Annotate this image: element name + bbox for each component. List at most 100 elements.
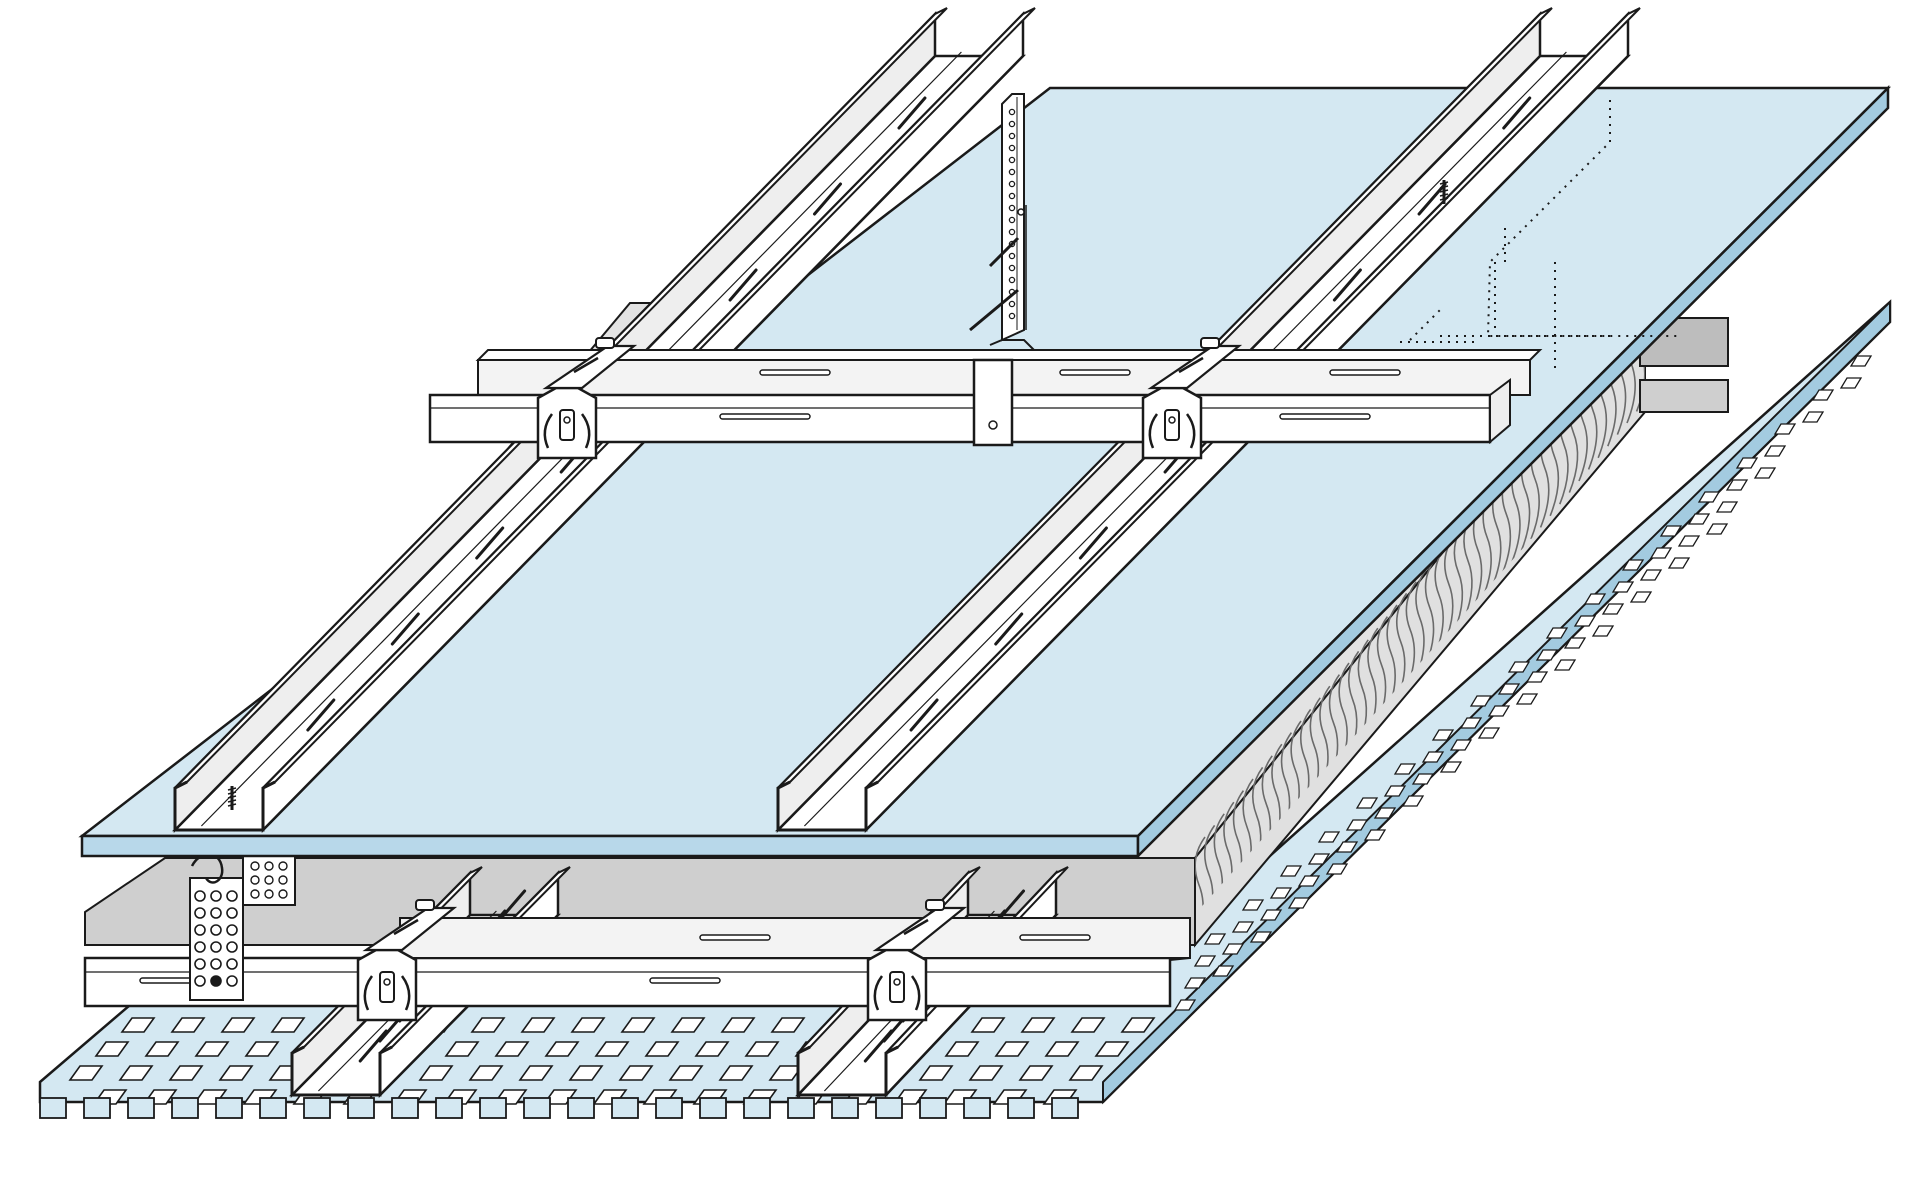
perforation-hole bbox=[1439, 761, 1463, 773]
connector-tab bbox=[1200, 337, 1220, 349]
profile-slot bbox=[306, 698, 336, 732]
bracket-hole bbox=[264, 889, 274, 899]
hanger-hole bbox=[1008, 132, 1016, 140]
bracket-hole bbox=[250, 875, 260, 885]
perforation-hole bbox=[1497, 683, 1521, 695]
upper-cross-channel bbox=[428, 339, 1543, 447]
perforation-hole bbox=[1411, 773, 1435, 785]
perforation-hole bbox=[1639, 569, 1663, 581]
screw-icon bbox=[227, 786, 237, 810]
perforation-hole bbox=[1629, 591, 1653, 603]
perforation-hole bbox=[244, 1041, 280, 1057]
perforation-hole bbox=[218, 1065, 254, 1081]
perforation-hole bbox=[594, 1041, 630, 1057]
perforated-board-tooth bbox=[787, 1097, 815, 1119]
bracket-hole bbox=[226, 941, 238, 953]
perforation-hole bbox=[1621, 559, 1645, 571]
perforation-hole bbox=[1763, 445, 1787, 457]
perforation-hole bbox=[144, 1041, 180, 1057]
perforation-hole bbox=[1317, 831, 1341, 843]
hanger-hole bbox=[1008, 108, 1016, 116]
wool-fibre bbox=[1195, 836, 1206, 914]
connector-spring bbox=[1148, 413, 1196, 449]
profile-slot bbox=[475, 526, 505, 560]
perforation-hole bbox=[1259, 909, 1283, 921]
perforation-hole bbox=[1094, 1041, 1130, 1057]
perforation-hole bbox=[1487, 705, 1511, 717]
perforation-hole bbox=[1687, 513, 1711, 525]
perforation-hole bbox=[1345, 819, 1369, 831]
bracket-hole bbox=[210, 975, 222, 987]
perforation-hole bbox=[1715, 501, 1739, 513]
perforated-board-tooth bbox=[567, 1097, 595, 1119]
perforation-hole bbox=[68, 1065, 104, 1081]
connector-spring bbox=[363, 975, 411, 1011]
hanger-pin bbox=[969, 288, 1019, 332]
screw-thread bbox=[227, 787, 237, 791]
hanger-hole bbox=[1008, 204, 1016, 212]
profile-slot bbox=[649, 977, 721, 984]
bracket-hole bbox=[264, 875, 274, 885]
profile-slot bbox=[1059, 369, 1131, 376]
bracket-hole bbox=[226, 975, 238, 987]
profile-slot bbox=[1078, 526, 1108, 560]
perforation-hole bbox=[1525, 671, 1549, 683]
perforation-hole bbox=[468, 1065, 504, 1081]
perforation-hole bbox=[720, 1017, 756, 1033]
perforation-hole bbox=[568, 1065, 604, 1081]
profile-slot bbox=[1279, 413, 1371, 420]
bracket-hole bbox=[210, 941, 222, 953]
upper-connectors bbox=[536, 337, 1243, 460]
perforation-hole bbox=[1591, 625, 1615, 637]
screw-thread bbox=[227, 803, 237, 807]
connector-slot bbox=[1178, 356, 1204, 374]
perforation-hole bbox=[1773, 423, 1797, 435]
hidden-lines bbox=[1400, 100, 1680, 370]
connector-saddle bbox=[872, 906, 968, 952]
perforated-board-tooth bbox=[303, 1097, 331, 1119]
perforation-hole bbox=[518, 1065, 554, 1081]
connector-hole bbox=[563, 416, 571, 424]
hanger-hole bbox=[1008, 156, 1016, 164]
upper-cross-channel-top bbox=[475, 349, 1543, 361]
hanger-tab bbox=[972, 358, 1014, 447]
perforated-board-tooth bbox=[83, 1097, 111, 1119]
perforation-hole bbox=[1363, 829, 1387, 841]
perforation-hole bbox=[1325, 863, 1349, 875]
connector-spring bbox=[543, 413, 591, 449]
perforation-hole bbox=[270, 1017, 306, 1033]
perforation-hole bbox=[1383, 785, 1407, 797]
perforation-hole bbox=[1211, 965, 1235, 977]
perforation-hole bbox=[944, 1041, 980, 1057]
perforation-hole bbox=[1373, 807, 1397, 819]
perforation-hole bbox=[994, 1041, 1030, 1057]
hanger-holes bbox=[1008, 108, 1016, 320]
bracket-hole bbox=[226, 924, 238, 936]
perforation-hole bbox=[570, 1017, 606, 1033]
screw-thread bbox=[1439, 193, 1449, 197]
upper-board-front-edge bbox=[80, 834, 1140, 858]
hanger-hole bbox=[1008, 120, 1016, 128]
hanger-fold bbox=[989, 339, 1035, 351]
perforated-board-tooth bbox=[347, 1097, 375, 1119]
bracket-hole bbox=[194, 890, 206, 902]
perforation-hole bbox=[1068, 1065, 1104, 1081]
hanger-hole bbox=[1008, 216, 1016, 224]
channel-connector-icon bbox=[866, 899, 968, 1022]
perforated-board-tooth bbox=[963, 1097, 991, 1119]
channel-end bbox=[776, 780, 879, 832]
perforation-hole bbox=[1469, 695, 1493, 707]
connector-slot bbox=[903, 918, 929, 936]
perforation-hole bbox=[694, 1041, 730, 1057]
perforation-hole bbox=[1018, 1065, 1054, 1081]
wool-fibre bbox=[1395, 592, 1408, 702]
profile-slot bbox=[1019, 934, 1091, 941]
hanger-hole bbox=[1008, 300, 1016, 308]
perforation-hole bbox=[494, 1041, 530, 1057]
screw-thread bbox=[227, 795, 237, 799]
channel-end bbox=[796, 1045, 899, 1097]
connector-spring bbox=[873, 975, 921, 1011]
perforation-hole bbox=[1044, 1041, 1080, 1057]
perforation-hole bbox=[1203, 933, 1227, 945]
perforation-hole bbox=[1515, 693, 1539, 705]
